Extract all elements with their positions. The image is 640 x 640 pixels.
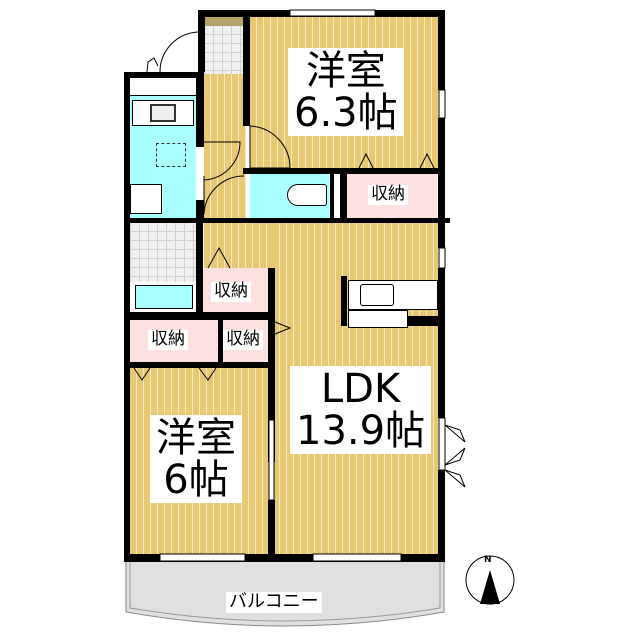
storage-label: 収納: [148, 330, 188, 350]
storage-label: 収納: [368, 185, 408, 205]
water-heater: [130, 184, 162, 214]
room-size: 6帖: [163, 457, 229, 503]
kitchen-cabinet: [348, 310, 408, 328]
western-room-1-label: 洋室 6.3帖: [288, 48, 404, 136]
room-name: 洋室: [305, 48, 386, 94]
hallway-floor: [204, 74, 246, 220]
western-room-2-label: 洋室 6帖: [150, 415, 242, 503]
storage-label: 収納: [211, 282, 251, 302]
compass-north-label: N: [484, 555, 492, 565]
shoe-box: [204, 16, 246, 26]
room-size: 13.9帖: [296, 408, 426, 454]
ldk-label: LDK 13.9帖: [290, 366, 432, 454]
washroom-shelf: [130, 78, 196, 96]
bathroom-tile: [130, 222, 196, 282]
storage-label: 収納: [223, 330, 263, 350]
balcony-label: バルコニー: [226, 592, 322, 613]
toilet: [287, 184, 327, 206]
washing-machine-space: [156, 143, 186, 167]
room-name: 洋室: [156, 415, 236, 461]
kitchen-sink: [360, 284, 394, 306]
room-size: 6.3帖: [294, 90, 398, 136]
room-name: LDK: [320, 366, 401, 412]
washbasin: [150, 104, 176, 122]
bathtub: [135, 285, 193, 309]
